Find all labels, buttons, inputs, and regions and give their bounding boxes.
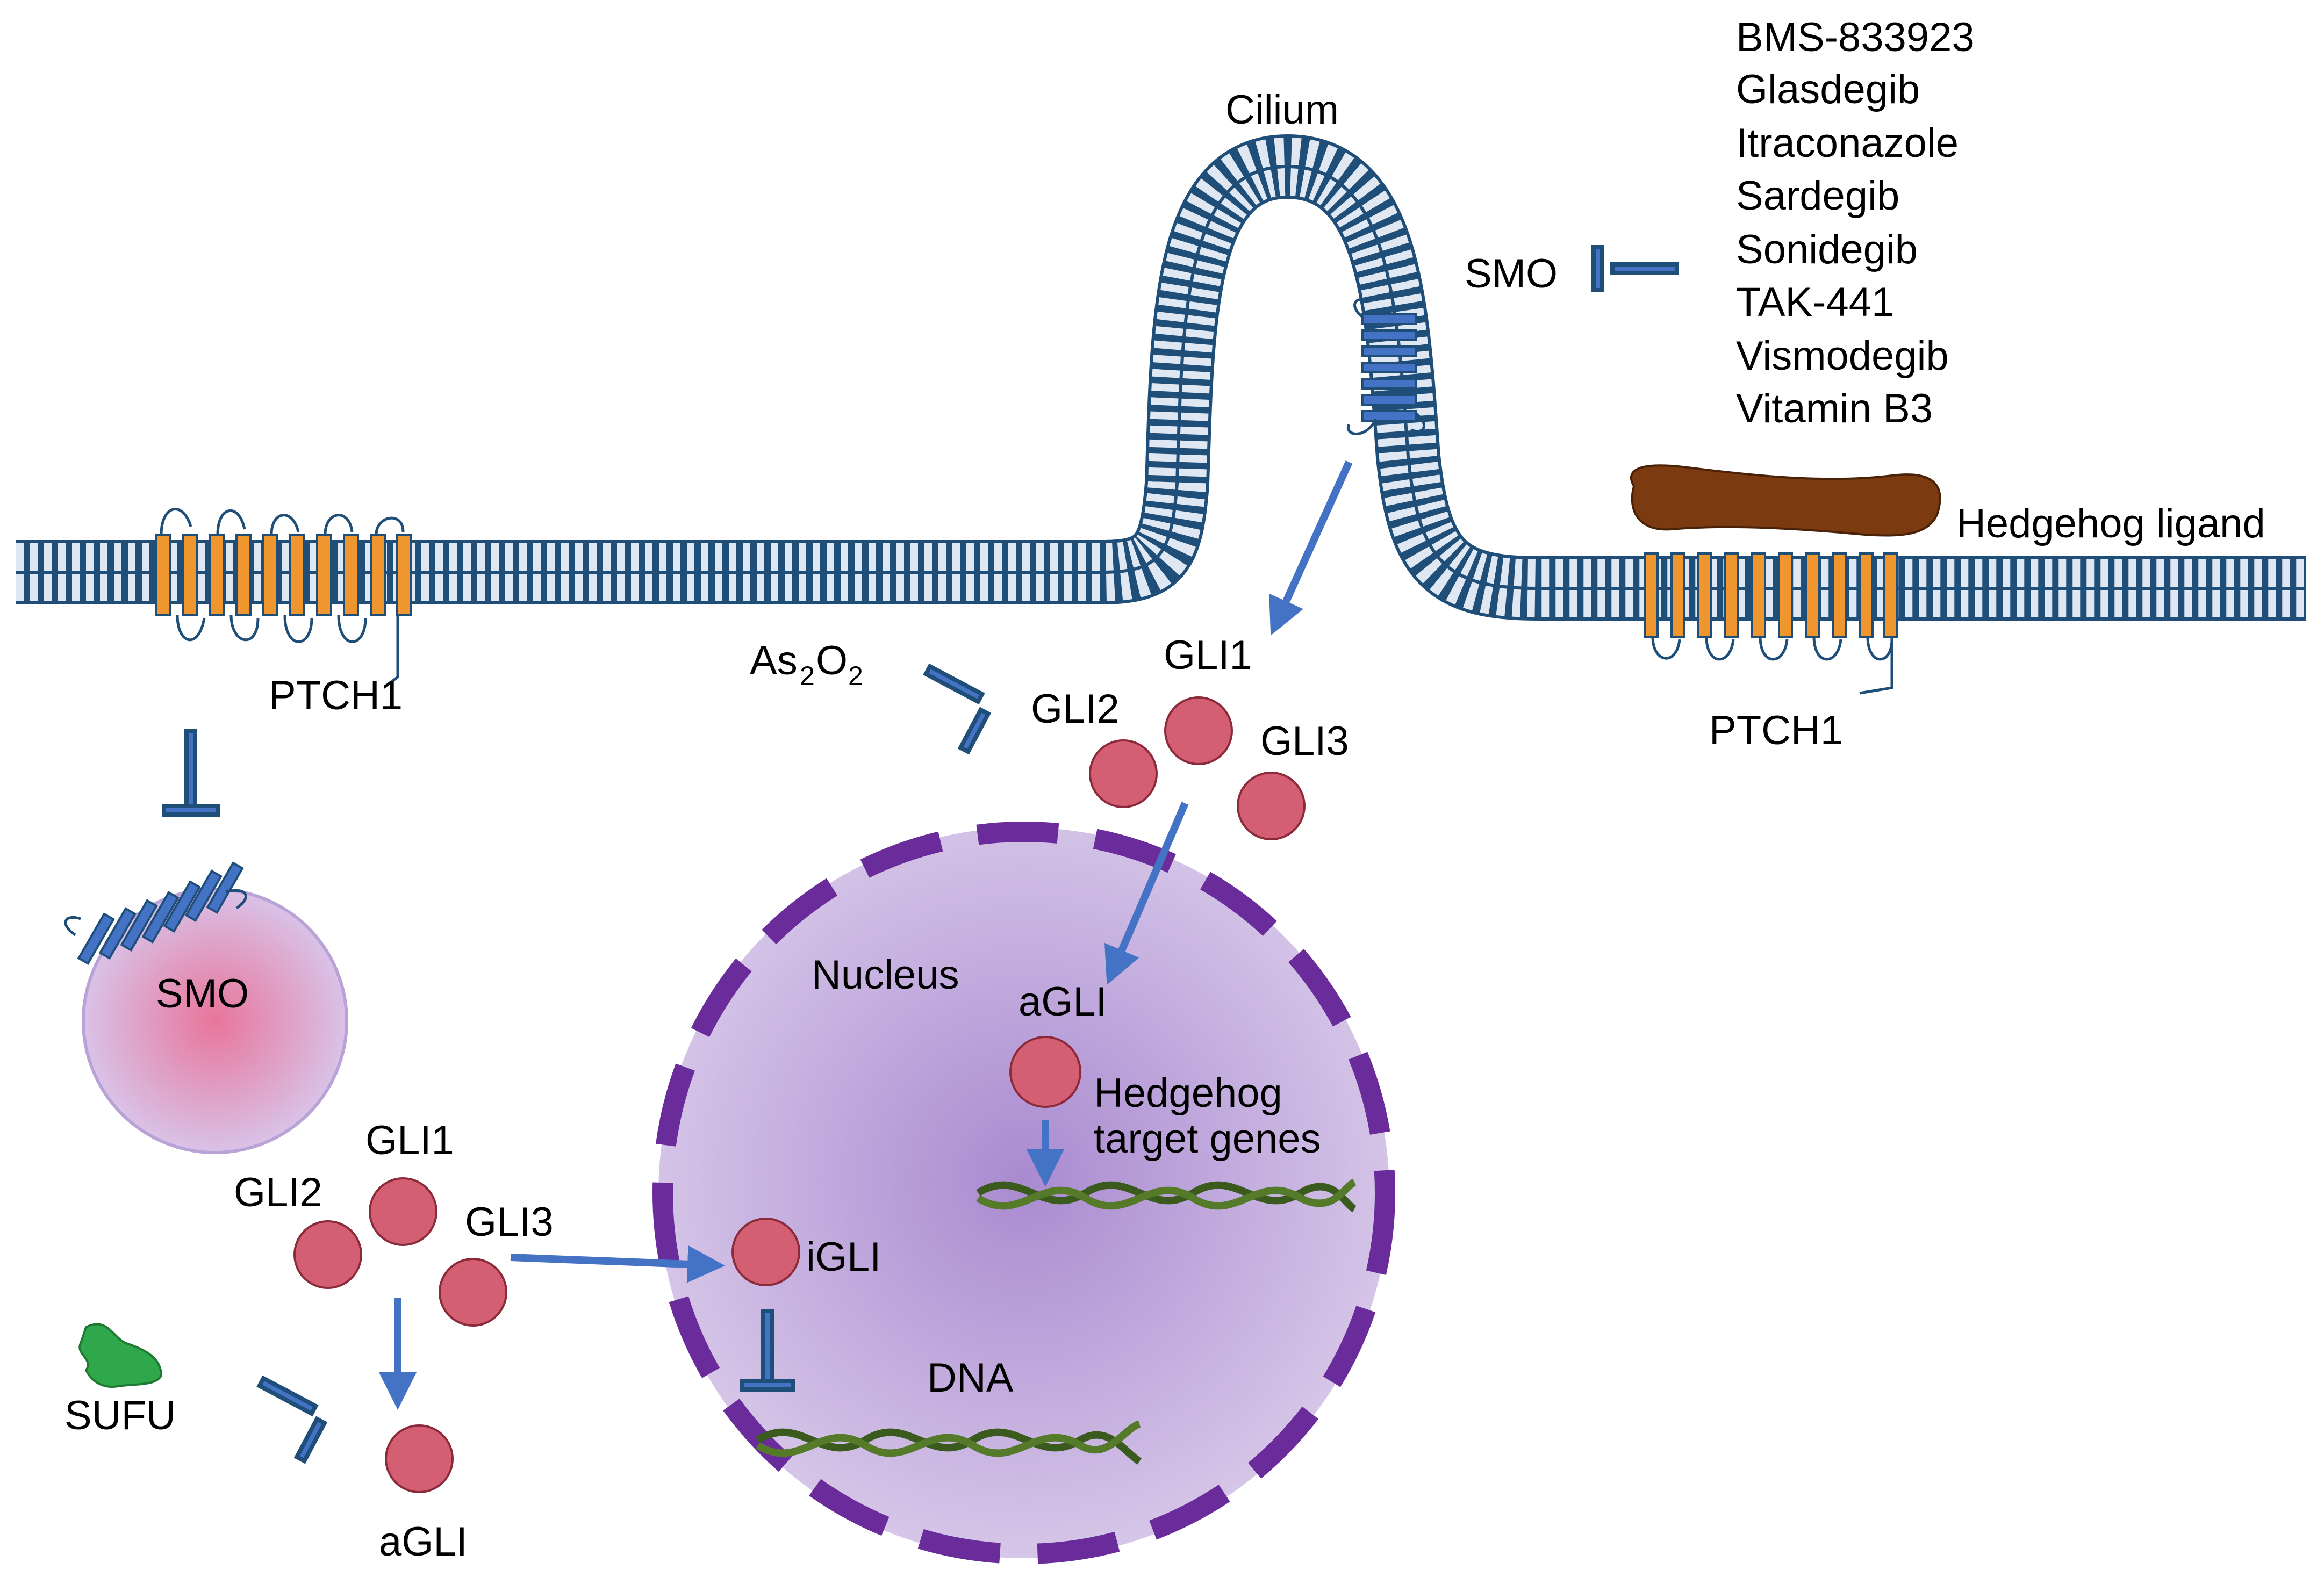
gli1-bottom-label: GLI1 [365, 1118, 454, 1163]
gli1-top-protein [1164, 696, 1233, 765]
sufu-inhibits-gli-symbol [256, 1375, 328, 1464]
smo-inhibited-label: SMO [1465, 251, 1558, 297]
smo-in-cilium [1346, 298, 1425, 435]
ptch1-inhibits-smo-symbol [162, 729, 220, 817]
inhibitor-item: TAK-441 [1736, 279, 1894, 325]
inhibitor-item: BMS-833923 [1736, 15, 1975, 60]
cilium-label: Cilium [1225, 87, 1339, 133]
inhibitor-item: Sardegib [1736, 173, 1899, 219]
agli-bottom-protein [385, 1424, 454, 1493]
gli3-top-protein [1237, 772, 1306, 840]
inhibitor-item: Vismodegib [1736, 333, 1949, 379]
gli-to-nucleus-arrow [1104, 802, 1189, 985]
target-genes-label-line1: Hedgehog [1094, 1070, 1282, 1116]
agli-nucleus-label: aGLI [1018, 979, 1107, 1025]
nucleus-label: Nucleus [812, 952, 959, 998]
gli1-bottom-protein [369, 1177, 437, 1246]
svg-text:O: O [816, 638, 848, 683]
igli-label: iGLI [806, 1234, 881, 1280]
drugs-inhibit-smo-symbol [1591, 245, 1679, 292]
hedgehog-ligand-shape [1630, 464, 1941, 537]
as2o2-inhibits-gli-symbol [923, 663, 992, 755]
svg-text:As: As [750, 638, 798, 683]
inhibitor-item: Glasdegib [1736, 67, 1920, 112]
gli3-to-igli-arrow [510, 1245, 725, 1283]
cell-membrane [16, 134, 2306, 621]
igli-protein [731, 1218, 800, 1286]
gli2-top-label: GLI2 [1031, 686, 1120, 732]
hedgehog-ligand-label: Hedgehog ligand [1956, 501, 2265, 546]
gli3-bottom-protein [439, 1258, 507, 1327]
gli2-top-protein [1089, 739, 1158, 808]
cilium-to-gli1-arrow [1269, 460, 1353, 636]
dna-label: DNA [927, 1355, 1014, 1401]
dna-bottom [756, 1420, 1142, 1465]
sufu-protein [78, 1323, 163, 1388]
ptch1-right-label: PTCH1 [1709, 708, 1843, 753]
inhibitor-item: Sonidegib [1736, 227, 1918, 272]
smo-inhibitor-list: BMS-833923 Glasdegib Itraconazole Sardeg… [1736, 15, 1975, 431]
target-genes-label-line2: target genes [1094, 1116, 1321, 1162]
gli2-bottom-label: GLI2 [234, 1170, 322, 1215]
smo-vesicle [64, 861, 348, 1154]
gli3-top-label: GLI3 [1260, 718, 1349, 764]
ptch1-right-receptor [1644, 552, 1898, 695]
dna-target-genes [976, 1178, 1357, 1213]
svg-text:2: 2 [800, 661, 815, 691]
smo-vesicle-label: SMO [156, 971, 249, 1017]
inhibitor-item: Vitamin B3 [1736, 386, 1933, 431]
agli-nucleus-protein [1009, 1036, 1081, 1108]
agli-bottom-label: aGLI [379, 1519, 468, 1565]
as2o2-label: As 2 O 2 [750, 638, 863, 691]
igli-inhibits-dna-symbol [740, 1309, 795, 1392]
gli2-bottom-protein [293, 1220, 362, 1289]
nuclear-envelope [652, 822, 1395, 1564]
ptch1-left-receptor [155, 508, 412, 686]
membrane-center-line [16, 164, 2306, 590]
gli1-top-label: GLI1 [1164, 632, 1252, 678]
svg-text:2: 2 [848, 661, 863, 691]
gli3-bottom-label: GLI3 [465, 1199, 554, 1245]
ptch1-left-label: PTCH1 [269, 673, 403, 718]
inhibitor-item: Itraconazole [1736, 120, 1959, 166]
sufu-label: SUFU [64, 1393, 176, 1438]
